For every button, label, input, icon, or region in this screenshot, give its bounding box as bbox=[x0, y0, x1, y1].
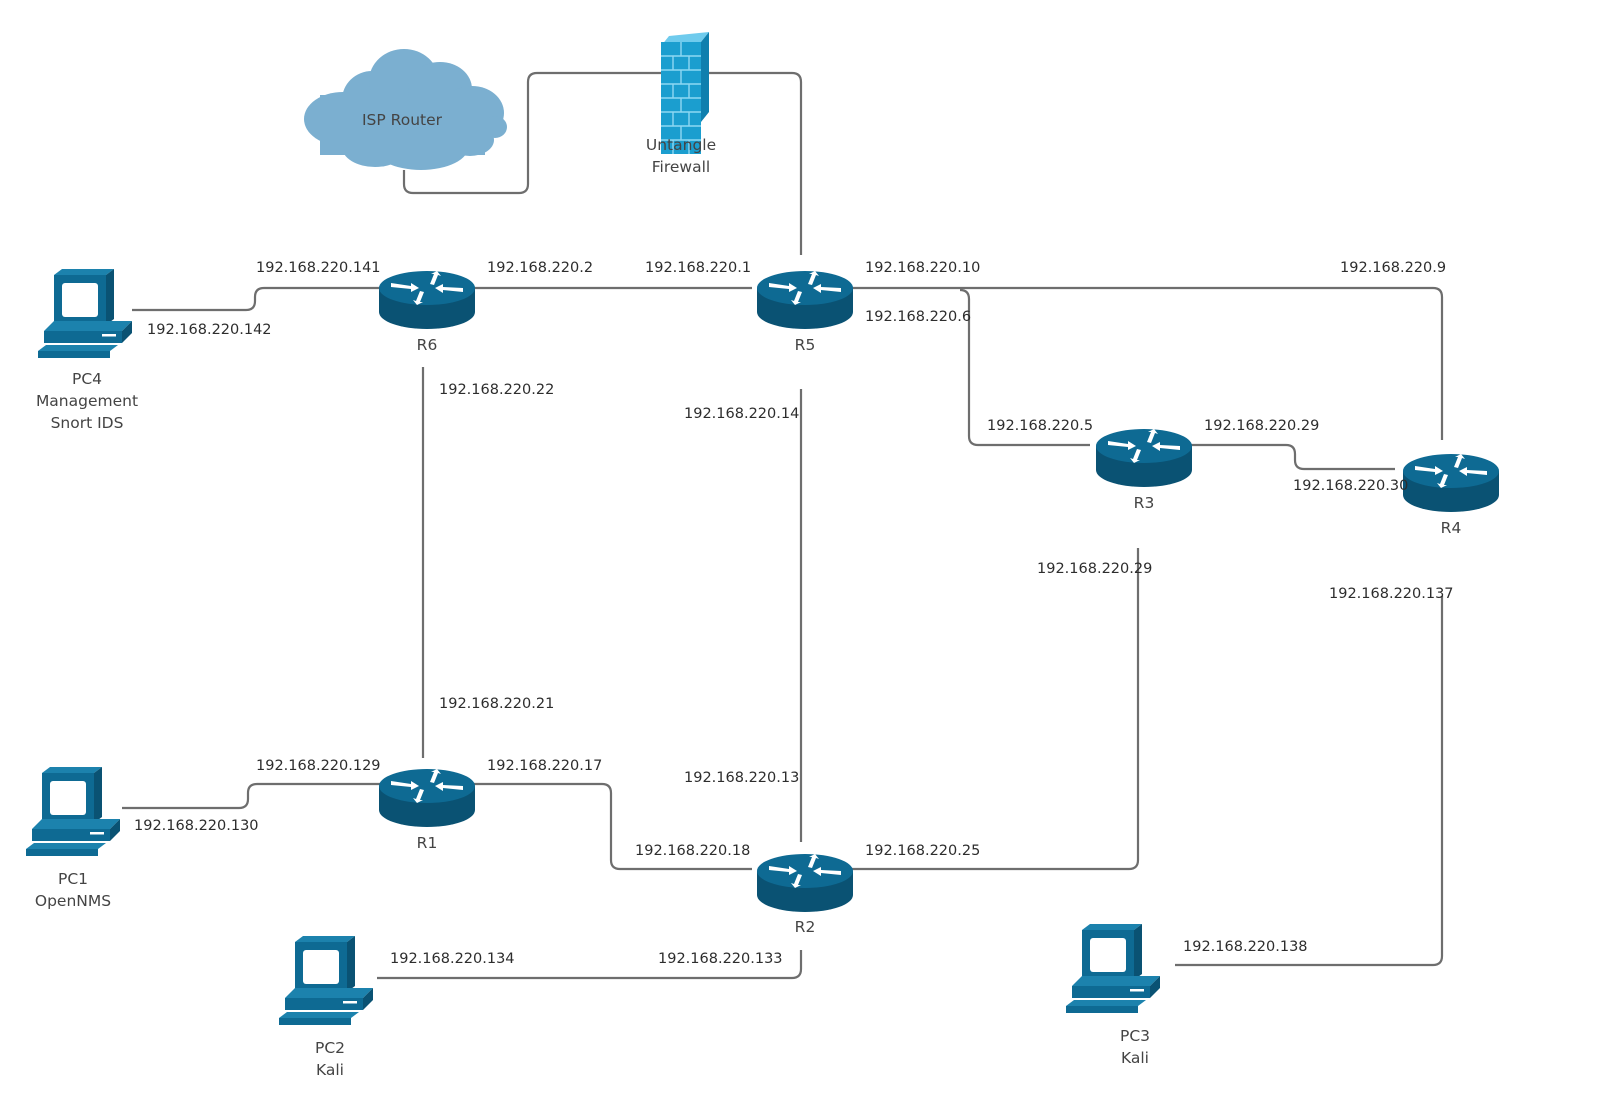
isp-router-label: ISP Router bbox=[362, 111, 443, 129]
ip-label: 192.168.220.137 bbox=[1329, 586, 1454, 602]
router-r3[interactable]: R3 bbox=[1096, 429, 1192, 512]
workstation-icon bbox=[279, 936, 373, 1025]
pc2-label-line2: Kali bbox=[316, 1061, 344, 1079]
pc4-label-line1: PC4 bbox=[72, 370, 102, 388]
link-pc1-r1 bbox=[122, 782, 380, 810]
ip-label: 192.168.220.29 bbox=[1204, 418, 1319, 434]
router-r6[interactable]: R6 bbox=[379, 271, 475, 354]
firewall-label-line2: Firewall bbox=[652, 158, 710, 176]
workstation-icon bbox=[26, 767, 120, 856]
ip-label: 192.168.220.1 bbox=[645, 260, 751, 276]
firewall-icon bbox=[661, 32, 709, 154]
link-r5-r3 bbox=[959, 288, 1090, 447]
router-r2[interactable]: R2 bbox=[757, 854, 853, 936]
router-r4[interactable]: R4 bbox=[1403, 454, 1499, 537]
router-icon bbox=[379, 769, 475, 827]
pc1-workstation[interactable]: PC1 OpenNMS bbox=[26, 767, 120, 910]
ip-label: 192.168.220.14 bbox=[684, 406, 799, 422]
ip-label: 192.168.220.129 bbox=[256, 758, 381, 774]
link-r4-pc3 bbox=[1175, 596, 1444, 967]
ip-label: 192.168.220.29 bbox=[1037, 561, 1152, 577]
pc3-label-line1: PC3 bbox=[1120, 1027, 1150, 1045]
link-pc4-r6 bbox=[132, 286, 380, 312]
ip-label: 192.168.220.138 bbox=[1183, 939, 1308, 955]
pc1-label-line2: OpenNMS bbox=[35, 892, 111, 910]
ip-label: 192.168.220.10 bbox=[865, 260, 980, 276]
ip-labels: 192.168.220.141 192.168.220.142 192.168.… bbox=[134, 260, 1454, 967]
pc3-workstation[interactable]: PC3 Kali bbox=[1066, 924, 1160, 1067]
router-r6-label: R6 bbox=[417, 336, 438, 354]
pc2-label-line1: PC2 bbox=[315, 1039, 345, 1057]
workstation-icon bbox=[38, 269, 132, 358]
ip-label: 192.168.220.30 bbox=[1293, 478, 1408, 494]
link-isp-firewall-r5 bbox=[402, 71, 803, 255]
firewall-label-line1: Untangle bbox=[646, 136, 716, 154]
router-icon bbox=[1403, 454, 1499, 512]
pc3-label-line2: Kali bbox=[1121, 1049, 1149, 1067]
pc4-workstation[interactable]: PC4 Management Snort IDS bbox=[36, 269, 138, 432]
pc2-workstation[interactable]: PC2 Kali bbox=[279, 936, 373, 1079]
router-icon bbox=[379, 271, 475, 329]
link-r3-r2 bbox=[848, 548, 1140, 871]
workstation-icon bbox=[1066, 924, 1160, 1013]
pc4-label-line3: Snort IDS bbox=[51, 414, 124, 432]
pc4-label-line2: Management bbox=[36, 392, 138, 410]
router-icon bbox=[1096, 429, 1192, 487]
link-r1-r2 bbox=[470, 782, 752, 871]
router-r2-label: R2 bbox=[795, 918, 816, 936]
ip-label: 192.168.220.6 bbox=[865, 309, 971, 325]
ip-label: 192.168.220.130 bbox=[134, 818, 259, 834]
ip-label: 192.168.220.2 bbox=[487, 260, 593, 276]
link-r3-r4 bbox=[1185, 443, 1395, 471]
cloud-icon bbox=[304, 49, 507, 170]
ip-label: 192.168.220.142 bbox=[147, 322, 272, 338]
ip-label: 192.168.220.134 bbox=[390, 951, 515, 967]
ip-label: 192.168.220.141 bbox=[256, 260, 381, 276]
router-r5[interactable]: R5 bbox=[757, 271, 853, 354]
link-pc2-r2 bbox=[377, 950, 803, 980]
isp-router-cloud[interactable]: ISP Router bbox=[304, 49, 507, 170]
ip-label: 192.168.220.17 bbox=[487, 758, 602, 774]
ip-label: 192.168.220.21 bbox=[439, 696, 554, 712]
link-r5-r4 bbox=[848, 286, 1444, 440]
router-icon bbox=[757, 854, 853, 912]
router-r4-label: R4 bbox=[1441, 519, 1462, 537]
links bbox=[122, 71, 1444, 980]
ip-label: 192.168.220.13 bbox=[684, 770, 799, 786]
ip-label: 192.168.220.18 bbox=[635, 843, 750, 859]
pc1-label-line1: PC1 bbox=[58, 870, 88, 888]
router-r3-label: R3 bbox=[1134, 494, 1155, 512]
ip-label: 192.168.220.22 bbox=[439, 382, 554, 398]
ip-label: 192.168.220.5 bbox=[987, 418, 1093, 434]
router-icon bbox=[757, 271, 853, 329]
router-r1[interactable]: R1 bbox=[379, 769, 475, 852]
ip-label: 192.168.220.25 bbox=[865, 843, 980, 859]
router-r5-label: R5 bbox=[795, 336, 816, 354]
firewall-node[interactable]: Untangle Firewall bbox=[646, 32, 716, 176]
ip-label: 192.168.220.133 bbox=[658, 951, 783, 967]
router-r1-label: R1 bbox=[417, 834, 438, 852]
ip-label: 192.168.220.9 bbox=[1340, 260, 1446, 276]
